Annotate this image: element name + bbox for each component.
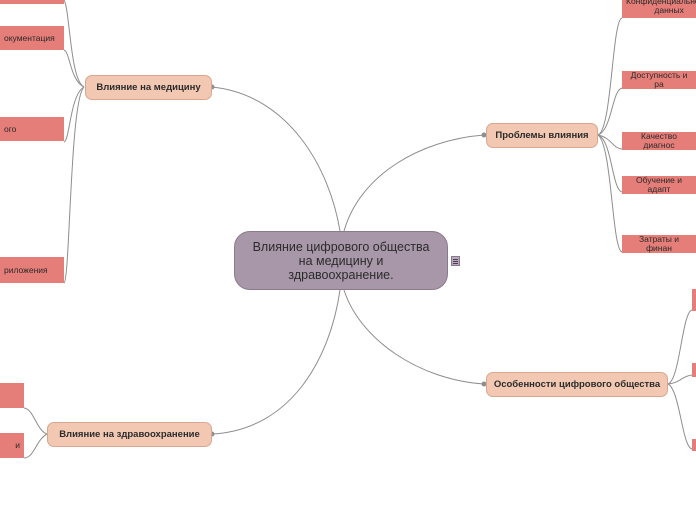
leaf-medicine-3[interactable]: ого [0,117,64,141]
notes-icon[interactable] [451,256,460,266]
leaf-healthcare-2[interactable]: и [0,433,24,458]
branch-features-label: Особенности цифрового общества [493,379,661,390]
leaf-medicine-2[interactable]: окументация [0,26,64,50]
leaf-problems-3[interactable]: Качество диагнос [622,132,696,150]
leaf-problems-4-label: Обучение и адапт [636,176,682,194]
leaf-medicine-4-label: риложения [4,264,48,275]
connector-pr-leaf-5 [597,134,623,253]
central-topic-label: Влияние цифрового общества на медицину и… [252,239,430,282]
leaf-features-3[interactable] [692,439,696,451]
leaf-medicine-3-label: ого [4,123,17,134]
connector-med-leaf-3 [63,86,85,143]
connector-pr-leaf-3 [597,134,623,150]
leaf-medicine-1[interactable] [0,0,64,4]
leaf-medicine-2-label: окументация [4,32,55,43]
leaf-features-1[interactable] [692,289,696,311]
leaf-problems-1[interactable]: Конфиденциальность данных [622,0,696,18]
central-topic[interactable]: Влияние цифрового общества на медицину и… [234,231,448,290]
connector-features [343,289,485,385]
leaf-problems-5[interactable]: Затраты и финан [622,235,696,253]
connector-hc-leaf-2 [23,433,48,459]
connector-dot [481,132,487,138]
connector-problems [343,134,485,232]
leaf-healthcare-2-label: и [15,440,20,450]
leaf-healthcare-1[interactable] [0,383,24,408]
branch-healthcare[interactable]: Влияние на здравоохранение [47,422,212,447]
connector-hc-leaf-1 [23,407,48,435]
leaf-problems-1-label: Конфиденциальность данных [626,0,696,15]
branch-features[interactable]: Особенности цифрового общества [486,372,668,397]
branch-healthcare-label: Влияние на здравоохранение [59,429,200,440]
connector-medicine [211,86,341,232]
leaf-problems-5-label: Затраты и финан [639,235,679,253]
connector-pr-leaf-1 [597,17,623,136]
connector-med-leaf-4 [63,86,85,284]
connector-med-leaf-2 [63,49,85,88]
leaf-problems-3-label: Качество диагнос [641,132,677,150]
connector-healthcare [211,289,341,435]
connector-ft-leaf-2 [667,374,693,385]
branch-problems-label: Проблемы влияния [495,130,589,141]
leaf-problems-4[interactable]: Обучение и адапт [622,176,696,194]
connector-ft-leaf-3 [667,383,693,450]
leaf-medicine-4[interactable]: риложения [0,257,64,283]
connector-pr-leaf-2 [597,87,623,136]
connector-dot [481,381,487,387]
branch-problems[interactable]: Проблемы влияния [486,123,598,148]
branch-medicine-label: Влияние на медицину [96,82,201,93]
leaf-problems-2[interactable]: Доступность и ра [622,71,696,89]
leaf-features-2[interactable] [692,363,696,377]
connector-med-leaf-1 [63,0,85,88]
branch-medicine[interactable]: Влияние на медицину [85,75,212,100]
connector-ft-leaf-1 [667,309,693,385]
connector-pr-leaf-4 [597,134,623,193]
leaf-problems-2-label: Доступность и ра [630,71,688,89]
